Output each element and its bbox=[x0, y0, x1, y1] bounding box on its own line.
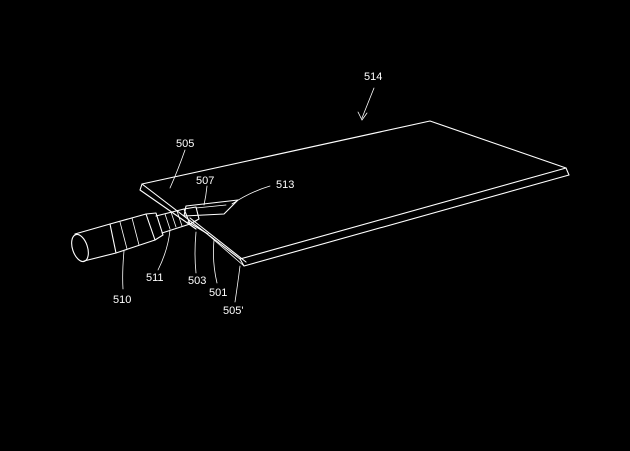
leader-514 bbox=[361, 87, 375, 119]
plug-body-line-1 bbox=[119, 221, 128, 250]
leader-lines bbox=[122, 87, 375, 303]
leader-507 bbox=[203, 185, 208, 206]
card-left-edge-lower bbox=[205, 232, 245, 267]
leader-503 bbox=[194, 231, 197, 274]
leader-513 bbox=[231, 185, 271, 205]
plug-tip bbox=[183, 206, 200, 225]
flap-inner-line bbox=[195, 204, 227, 209]
card-left-edge bbox=[139, 183, 197, 230]
label-503: 503 bbox=[188, 275, 206, 287]
label-505-prime: 505' bbox=[223, 305, 243, 317]
slot-edges bbox=[187, 217, 247, 263]
leader-501 bbox=[213, 239, 218, 284]
label-501: 501 bbox=[209, 287, 227, 299]
label-510: 510 bbox=[113, 294, 131, 306]
leader-510 bbox=[122, 250, 125, 290]
shaft-ring-3 bbox=[176, 210, 183, 227]
plug-body bbox=[109, 213, 156, 254]
flap-outline bbox=[183, 199, 239, 217]
shaft-ring-1 bbox=[164, 213, 171, 230]
slot-flap bbox=[183, 199, 239, 217]
connector-plug bbox=[71, 206, 200, 263]
slot-edge-501 bbox=[189, 217, 247, 263]
label-513: 513 bbox=[276, 179, 294, 191]
slot-edge-503 bbox=[187, 221, 209, 235]
label-511: 511 bbox=[146, 272, 164, 284]
reference-labels: 514 505 507 513 510 511 503 501 505' bbox=[113, 71, 382, 317]
label-507: 507 bbox=[196, 175, 214, 187]
plug-barrel bbox=[74, 223, 117, 262]
label-514: 514 bbox=[364, 71, 382, 83]
leader-505-prime bbox=[234, 265, 241, 303]
leader-505 bbox=[169, 149, 186, 189]
card-front-edge bbox=[239, 167, 570, 267]
leader-511 bbox=[157, 229, 171, 271]
plug-body-line-2 bbox=[131, 217, 140, 246]
plug-shaft bbox=[155, 208, 191, 234]
shaft-ring-2 bbox=[170, 211, 177, 228]
label-505: 505 bbox=[176, 138, 194, 150]
plug-collar bbox=[145, 212, 164, 241]
arrowhead-514 bbox=[357, 111, 368, 121]
